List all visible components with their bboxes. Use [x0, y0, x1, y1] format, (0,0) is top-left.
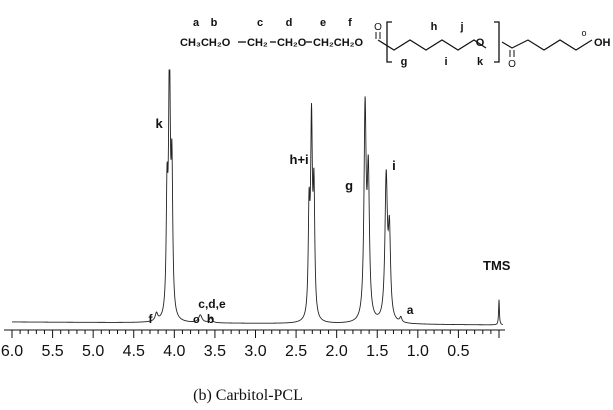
- x-axis-tick-label: 0.5: [447, 343, 469, 360]
- peak-label: f: [148, 312, 153, 326]
- x-axis-tick-labels: 6.0 5.5 5.0 4.5 4.0 3.5 3.0 2.5 2.0 1.5 1.0 0.5: [1, 343, 470, 360]
- x-axis-tick-label: 5.0: [82, 343, 104, 360]
- atom-label-g: g: [401, 56, 408, 68]
- spectrum-line: [12, 69, 503, 326]
- atom-label-i: i: [444, 56, 447, 68]
- atom-label-k: k: [477, 56, 484, 68]
- x-axis-tick-label: 3.0: [244, 343, 266, 360]
- formula-ethoxy: CH₃CH₂O: [180, 37, 231, 49]
- x-axis-tick-label: 5.5: [41, 343, 63, 360]
- x-axis-tick-label: 6.0: [1, 343, 23, 360]
- peak-label: h+i: [290, 152, 309, 167]
- x-axis-tick-label: 2.5: [285, 343, 307, 360]
- peak-label: g: [345, 178, 353, 193]
- x-axis-tick-label: 1.5: [366, 343, 388, 360]
- peak-label: TMS: [483, 258, 511, 273]
- repeat-bracket-left: [386, 21, 392, 63]
- formula-methylene-c: CH₂: [247, 37, 268, 49]
- atom-label-h: h: [431, 21, 438, 33]
- repeat-bracket-right: [494, 21, 500, 63]
- atom-label-o: o: [581, 28, 586, 38]
- formula-methyleneoxy-d: CH₂O: [277, 37, 307, 49]
- peak-label: c,d,e: [198, 297, 226, 311]
- figure-caption: (b) Carbitol-PCL: [193, 387, 303, 404]
- atom-label-c: c: [257, 17, 263, 29]
- atom-label-f: f: [348, 17, 352, 29]
- x-axis-tick-label: 4.5: [123, 343, 145, 360]
- carbonyl-oxygen-1: O: [374, 22, 382, 33]
- chain-zigzag-2: [501, 39, 593, 51]
- x-axis-ticks: [11, 330, 500, 338]
- atom-label-j: j: [459, 21, 463, 33]
- carbonyl-oxygen-2: O: [508, 59, 516, 70]
- chain-zigzag-1: [377, 39, 487, 51]
- x-axis-tick-label: 1.0: [407, 343, 429, 360]
- peak-label: i: [392, 158, 396, 173]
- formula-ethyleneoxy-ef: CH₂CH₂O: [313, 37, 364, 49]
- atom-label-b: b: [211, 17, 218, 29]
- peak-label: k: [155, 116, 163, 131]
- peak-label: a: [407, 303, 414, 317]
- peak-label: o: [193, 314, 200, 326]
- atom-label-d: d: [286, 17, 293, 29]
- atom-label-a: a: [193, 17, 200, 29]
- peak-label: b: [207, 312, 214, 326]
- x-axis-tick-label: 4.0: [163, 343, 185, 360]
- atom-label-e: e: [320, 17, 326, 29]
- x-axis-tick-label: 2.0: [326, 343, 348, 360]
- x-axis-tick-label: 3.5: [204, 343, 226, 360]
- ring-oxygen: O: [476, 37, 485, 49]
- chemical-structure: a b c d e f h j o g i k CH₃CH₂O CH₂ CH₂O…: [180, 17, 611, 70]
- hydroxyl-end-group: OH: [594, 37, 611, 49]
